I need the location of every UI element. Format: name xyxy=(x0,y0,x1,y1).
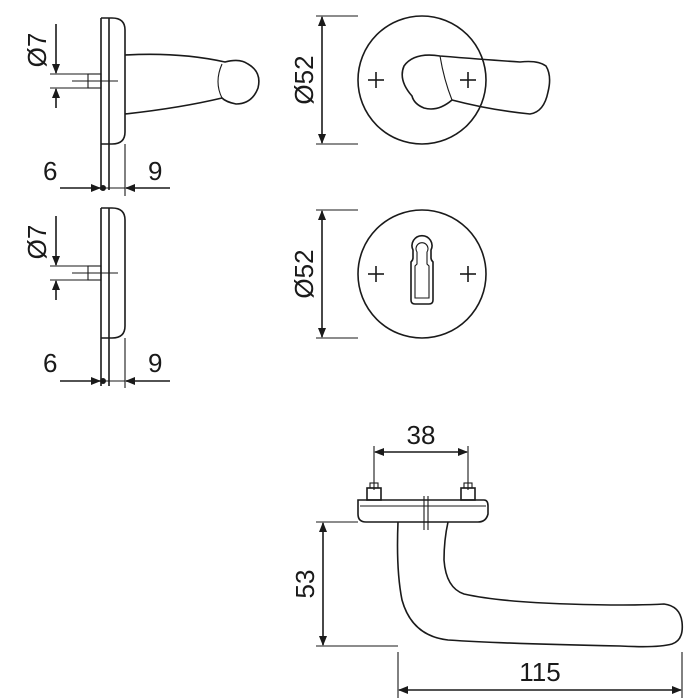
diameter-7-label-top: Ø7 xyxy=(22,33,52,68)
side-view-escutcheon: Ø7 6 9 xyxy=(22,207,170,388)
lever-side-elevation: 38 53 115 xyxy=(290,420,684,698)
dim-115-label: 115 xyxy=(519,657,560,687)
lever-rosette-circle xyxy=(357,15,487,145)
lever-top-view xyxy=(401,54,551,115)
screw-mark-left xyxy=(368,72,384,88)
front-view-keyhole-rosette: Ø52 xyxy=(289,209,487,339)
dim-6-bottom: 6 xyxy=(43,348,57,378)
side-view-lever: Ø7 6 9 xyxy=(22,17,260,196)
dim-38-label: 38 xyxy=(407,420,436,450)
lever-rosette-base xyxy=(357,499,489,523)
diameter-52-label-keyhole: Ø52 xyxy=(289,249,319,298)
lever-body-profile xyxy=(396,521,684,648)
keyhole-rosette-circle xyxy=(357,209,487,339)
screw-mark-right-2 xyxy=(460,266,476,282)
keyhole-cutout xyxy=(410,234,434,305)
dim-9-bottom: 9 xyxy=(148,348,162,378)
screw-mark-left-2 xyxy=(368,266,384,282)
diameter-52-label-lever: Ø52 xyxy=(289,55,319,104)
front-view-lever-rosette: Ø52 xyxy=(289,15,551,145)
rosette-plate-profile xyxy=(101,17,126,145)
lever-neck xyxy=(124,53,260,115)
dim-53-label: 53 xyxy=(290,570,320,599)
escutcheon-plate-profile xyxy=(101,207,126,339)
screw-mark-right xyxy=(460,72,476,88)
dim-6-top: 6 xyxy=(43,156,57,186)
dim-9-top: 9 xyxy=(148,156,162,186)
diameter-7-label-bottom: Ø7 xyxy=(22,225,52,260)
